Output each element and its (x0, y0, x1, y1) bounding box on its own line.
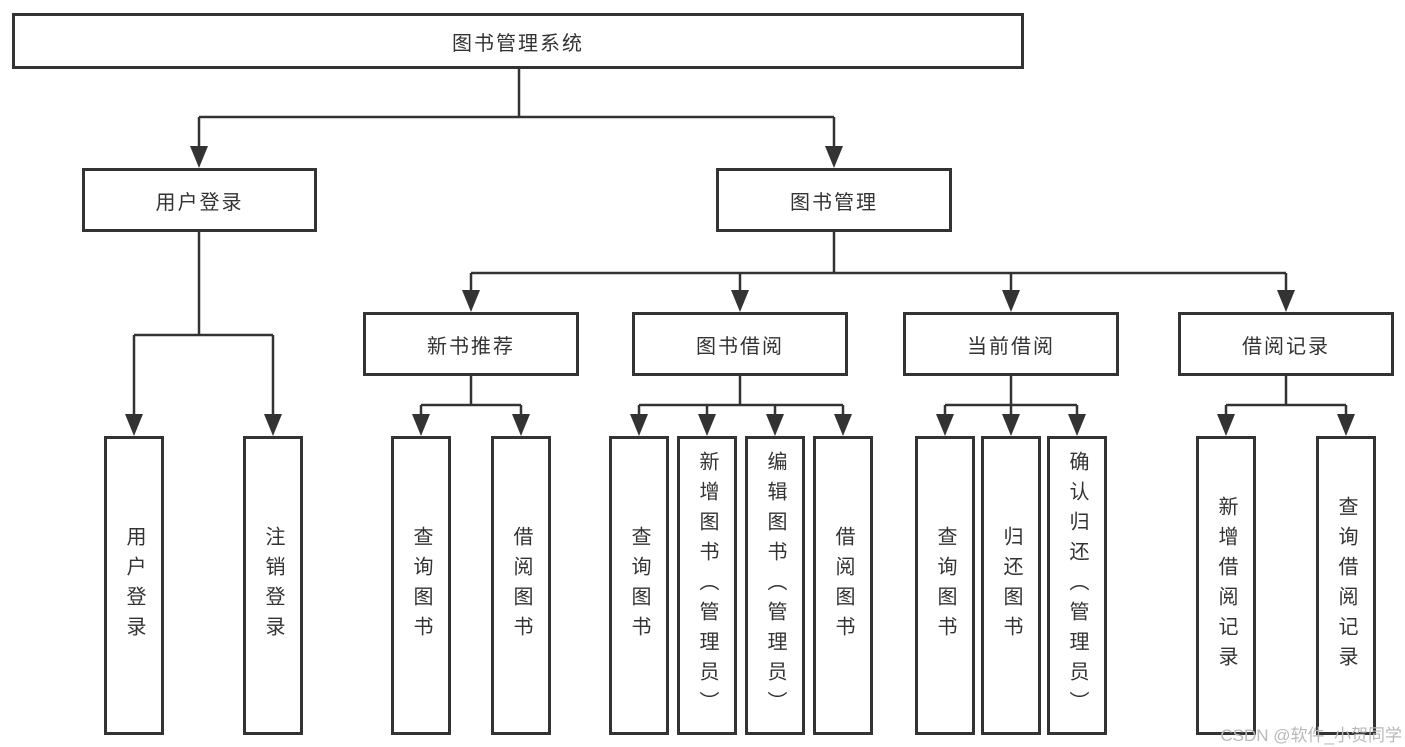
leaf-recommend-query-books: 查询图书 (391, 436, 451, 735)
node-user-login-label: 用户登录 (155, 191, 244, 214)
node-new-book-recommendation-label: 新书推荐 (427, 335, 515, 358)
leaf-current-query-books-label: 查询图书 (934, 525, 956, 646)
arrowhead (1002, 290, 1020, 312)
leaf-edit-books-admin-label: 编辑图书（管理员） (764, 450, 786, 721)
leaf-borrowing-query-books: 查询图书 (609, 436, 669, 735)
arrowhead (512, 414, 530, 436)
arrowhead (412, 414, 430, 436)
arrowhead (1002, 414, 1020, 436)
arrowhead (936, 414, 954, 436)
arrowhead (1068, 414, 1086, 436)
node-current-borrowing-label: 当前借阅 (967, 335, 1055, 358)
leaf-confirm-return-admin: 确认归还（管理员） (1047, 436, 1107, 735)
leaf-confirm-return-admin-label: 确认归还（管理员） (1066, 450, 1088, 721)
arrowhead (125, 414, 143, 436)
leaf-add-books-admin: 新增图书（管理员） (677, 436, 737, 735)
leaf-add-books-admin-label: 新增图书（管理员） (696, 450, 718, 721)
node-new-book-recommendation: 新书推荐 (363, 312, 579, 376)
leaf-query-borrow-record: 查询借阅记录 (1316, 436, 1376, 735)
leaf-current-query-books: 查询图书 (915, 436, 975, 735)
node-book-management: 图书管理 (716, 168, 952, 232)
leaf-return-books: 归还图书 (981, 436, 1041, 735)
leaf-recommend-borrow-books: 借阅图书 (491, 436, 551, 735)
leaf-edit-books-admin: 编辑图书（管理员） (745, 436, 805, 735)
arrowhead (264, 414, 282, 436)
arrowhead (834, 414, 852, 436)
arrowhead (630, 414, 648, 436)
leaf-add-borrow-record: 新增借阅记录 (1196, 436, 1256, 735)
leaf-user-login: 用户登录 (104, 436, 164, 735)
node-library-management-system: 图书管理系统 (12, 13, 1024, 69)
leaf-recommend-query-books-label: 查询图书 (410, 525, 432, 646)
leaf-borrowing-borrow-books: 借阅图书 (813, 436, 873, 735)
arrowhead (1277, 290, 1295, 312)
leaf-user-login-label: 用户登录 (123, 525, 145, 646)
arrowhead (190, 146, 208, 168)
arrowhead (731, 290, 749, 312)
leaf-logout-login: 注销登录 (243, 436, 303, 735)
node-borrowing-records-label: 借阅记录 (1242, 335, 1330, 358)
csdn-watermark: CSDN @软件_小贺同学 (1220, 726, 1402, 745)
node-current-borrowing: 当前借阅 (903, 312, 1119, 376)
arrowhead (825, 146, 843, 168)
node-book-management-label: 图书管理 (790, 191, 878, 214)
leaf-return-books-label: 归还图书 (1000, 525, 1022, 646)
node-book-borrowing-label: 图书借阅 (696, 335, 784, 358)
leaf-borrowing-borrow-books-label: 借阅图书 (832, 525, 854, 646)
tree-edges (132, 69, 1348, 416)
node-borrowing-records: 借阅记录 (1178, 312, 1394, 376)
arrowheads (125, 146, 1355, 436)
node-book-borrowing: 图书借阅 (632, 312, 848, 376)
arrowhead (1217, 414, 1235, 436)
arrowhead (1337, 414, 1355, 436)
node-user-login: 用户登录 (82, 168, 317, 232)
leaf-add-borrow-record-label: 新增借阅记录 (1215, 495, 1237, 676)
node-library-management-system-label: 图书管理系统 (452, 32, 584, 55)
arrowhead (766, 414, 784, 436)
arrowhead (462, 290, 480, 312)
leaf-query-borrow-record-label: 查询借阅记录 (1335, 495, 1357, 676)
arrowhead (698, 414, 716, 436)
leaf-borrowing-query-books-label: 查询图书 (628, 525, 650, 646)
leaf-logout-login-label: 注销登录 (262, 525, 284, 646)
leaf-recommend-borrow-books-label: 借阅图书 (510, 525, 532, 646)
